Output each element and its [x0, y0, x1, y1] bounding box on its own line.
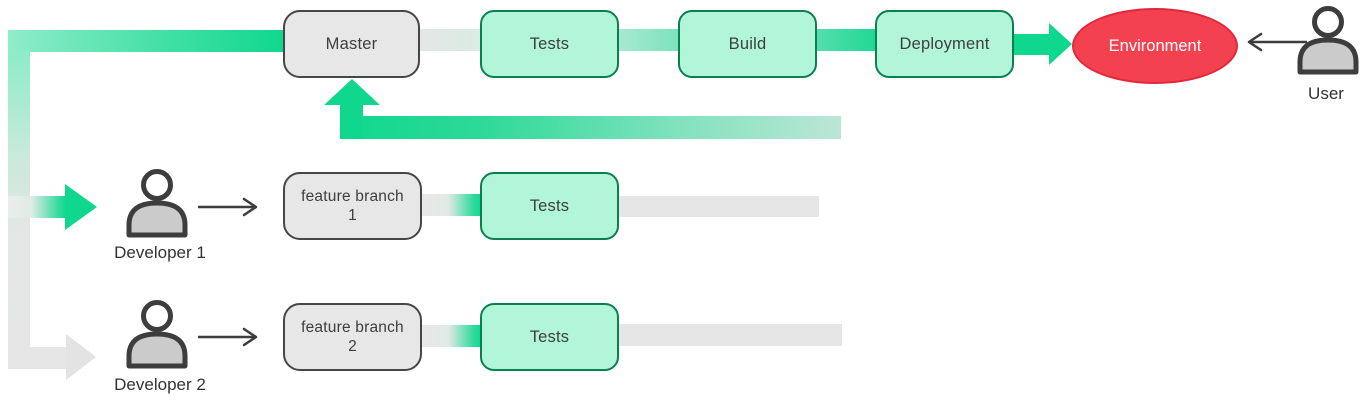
- feature-branch-2-line2: 2: [348, 338, 357, 355]
- flow-branch2-to-tests: [421, 325, 481, 347]
- flow-tests-to-build: [618, 29, 679, 51]
- flow-right-vertical-bar: [818, 116, 841, 346]
- flow-master-to-tests: [420, 29, 481, 51]
- developer1-to-branch-arrow-icon: [198, 197, 258, 217]
- user-to-environment-arrow-icon: [1247, 32, 1307, 52]
- node-master-label: Master: [325, 34, 378, 53]
- node-environment: Environment: [1072, 8, 1238, 84]
- flow-merge-return-bar: [340, 116, 841, 139]
- flow-build-to-deployment: [816, 29, 876, 51]
- developer1-arrowhead-icon: [65, 184, 97, 230]
- user-person-icon: [1297, 6, 1359, 75]
- flow-master-to-developers-top-bar: [8, 30, 285, 52]
- node-feature-branch-2: feature branch 2: [283, 303, 422, 371]
- node-master: Master: [283, 10, 420, 78]
- developer1-label: Developer 1: [114, 243, 206, 262]
- feature-branch-1-line2: 1: [348, 207, 357, 224]
- node-tests-branch-2: Tests: [480, 303, 619, 371]
- flow-branch1-to-tests: [421, 194, 481, 216]
- flow-merge-arrow-shaft: [340, 102, 363, 139]
- developer2-to-branch-arrow-icon: [198, 327, 258, 347]
- developer1-person-icon: [126, 169, 188, 238]
- node-tests-branch-1-label: Tests: [529, 196, 570, 215]
- deployment-arrowhead-icon: [1049, 23, 1072, 65]
- node-build-label: Build: [728, 34, 767, 53]
- flow-tests2-to-return-bar: [618, 324, 842, 346]
- node-tests-branch-2-label: Tests: [529, 327, 570, 346]
- feature-branch-1-line1: feature branch: [301, 187, 404, 205]
- developer2-person-icon: [126, 300, 188, 369]
- node-deployment-label: Deployment: [899, 34, 990, 53]
- node-deployment: Deployment: [875, 10, 1014, 78]
- flow-tests1-to-return-bar: [618, 196, 819, 217]
- node-tests-pipeline-label: Tests: [529, 34, 570, 53]
- developer2-label: Developer 2: [114, 375, 206, 394]
- developer2-arrowhead-icon: [66, 334, 96, 380]
- feature-branch-2-line1: feature branch: [301, 318, 404, 336]
- node-environment-label: Environment: [1108, 36, 1202, 55]
- node-tests-branch-1: Tests: [480, 172, 619, 240]
- flow-arrow-to-developer2-shaft: [8, 347, 67, 369]
- user-label: User: [1308, 84, 1344, 103]
- flow-deployment-to-environment-shaft: [1013, 34, 1050, 55]
- merge-into-master-arrowhead-icon: [324, 79, 380, 105]
- node-tests-pipeline: Tests: [480, 10, 619, 78]
- node-feature-branch-1: feature branch 1: [283, 172, 422, 240]
- flow-arrow-to-developer1-shaft: [8, 196, 66, 218]
- node-build: Build: [678, 10, 817, 78]
